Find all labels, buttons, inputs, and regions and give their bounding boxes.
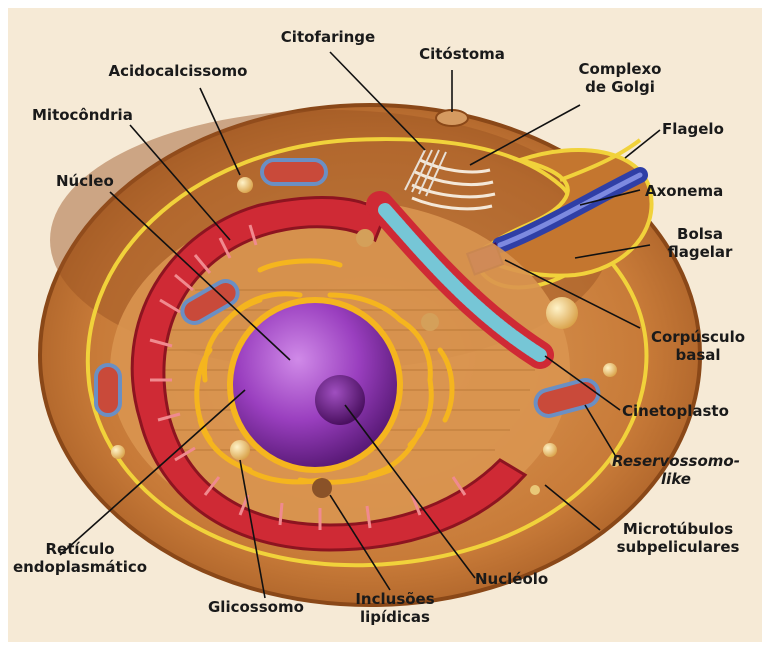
label-complexo-de-golgi-line2: de Golgi	[579, 78, 662, 96]
label-inclusoes-line1: Inclusões	[355, 590, 434, 608]
label-reticulo-line2: endoplasmático	[13, 558, 147, 576]
nucleolus	[315, 375, 365, 425]
cytostome	[436, 110, 468, 126]
label-complexo-de-golgi: Complexo de Golgi	[579, 60, 662, 96]
label-nucleo: Núcleo	[56, 172, 114, 190]
label-reservossomo-line2: like	[612, 470, 740, 488]
label-flagelo: Flagelo	[662, 120, 724, 138]
label-nucleolo: Nucléolo	[475, 570, 548, 588]
label-complexo-de-golgi-line1: Complexo	[579, 60, 662, 78]
label-bolsa-flagelar: Bolsa flagelar	[668, 225, 733, 261]
label-acidocalcissomo: Acidocalcissomo	[109, 62, 248, 80]
label-inclusoes-lipidicas: Inclusões lipídicas	[355, 590, 434, 626]
label-bolsa-flagelar-line1: Bolsa	[668, 225, 733, 243]
label-reticulo-endoplasmatico: Retículo endoplasmático	[13, 540, 147, 576]
label-inclusoes-line2: lipídicas	[355, 608, 434, 626]
label-citofaringe: Citofaringe	[281, 28, 375, 46]
label-reservossomo-like: Reservossomo- like	[612, 452, 740, 488]
label-citostoma: Citóstoma	[419, 45, 505, 63]
label-microtubulos-line2: subpeliculares	[617, 538, 740, 556]
label-mitocondria: Mitocôndria	[32, 106, 133, 124]
label-cinetoplasto: Cinetoplasto	[622, 402, 729, 420]
label-microtubulos-line1: Microtúbulos	[617, 520, 740, 538]
label-corpusculo-basal: Corpúsculo basal	[651, 328, 745, 364]
label-glicossomo: Glicossomo	[208, 598, 304, 616]
label-reticulo-line1: Retículo	[13, 540, 147, 558]
label-axonema: Axonema	[645, 182, 723, 200]
label-corpusculo-basal-line1: Corpúsculo	[651, 328, 745, 346]
label-bolsa-flagelar-line2: flagelar	[668, 243, 733, 261]
label-microtubulos-subpeliculares: Microtúbulos subpeliculares	[617, 520, 740, 556]
label-reservossomo-line1: Reservossomo-	[612, 452, 740, 470]
label-corpusculo-basal-line2: basal	[651, 346, 745, 364]
